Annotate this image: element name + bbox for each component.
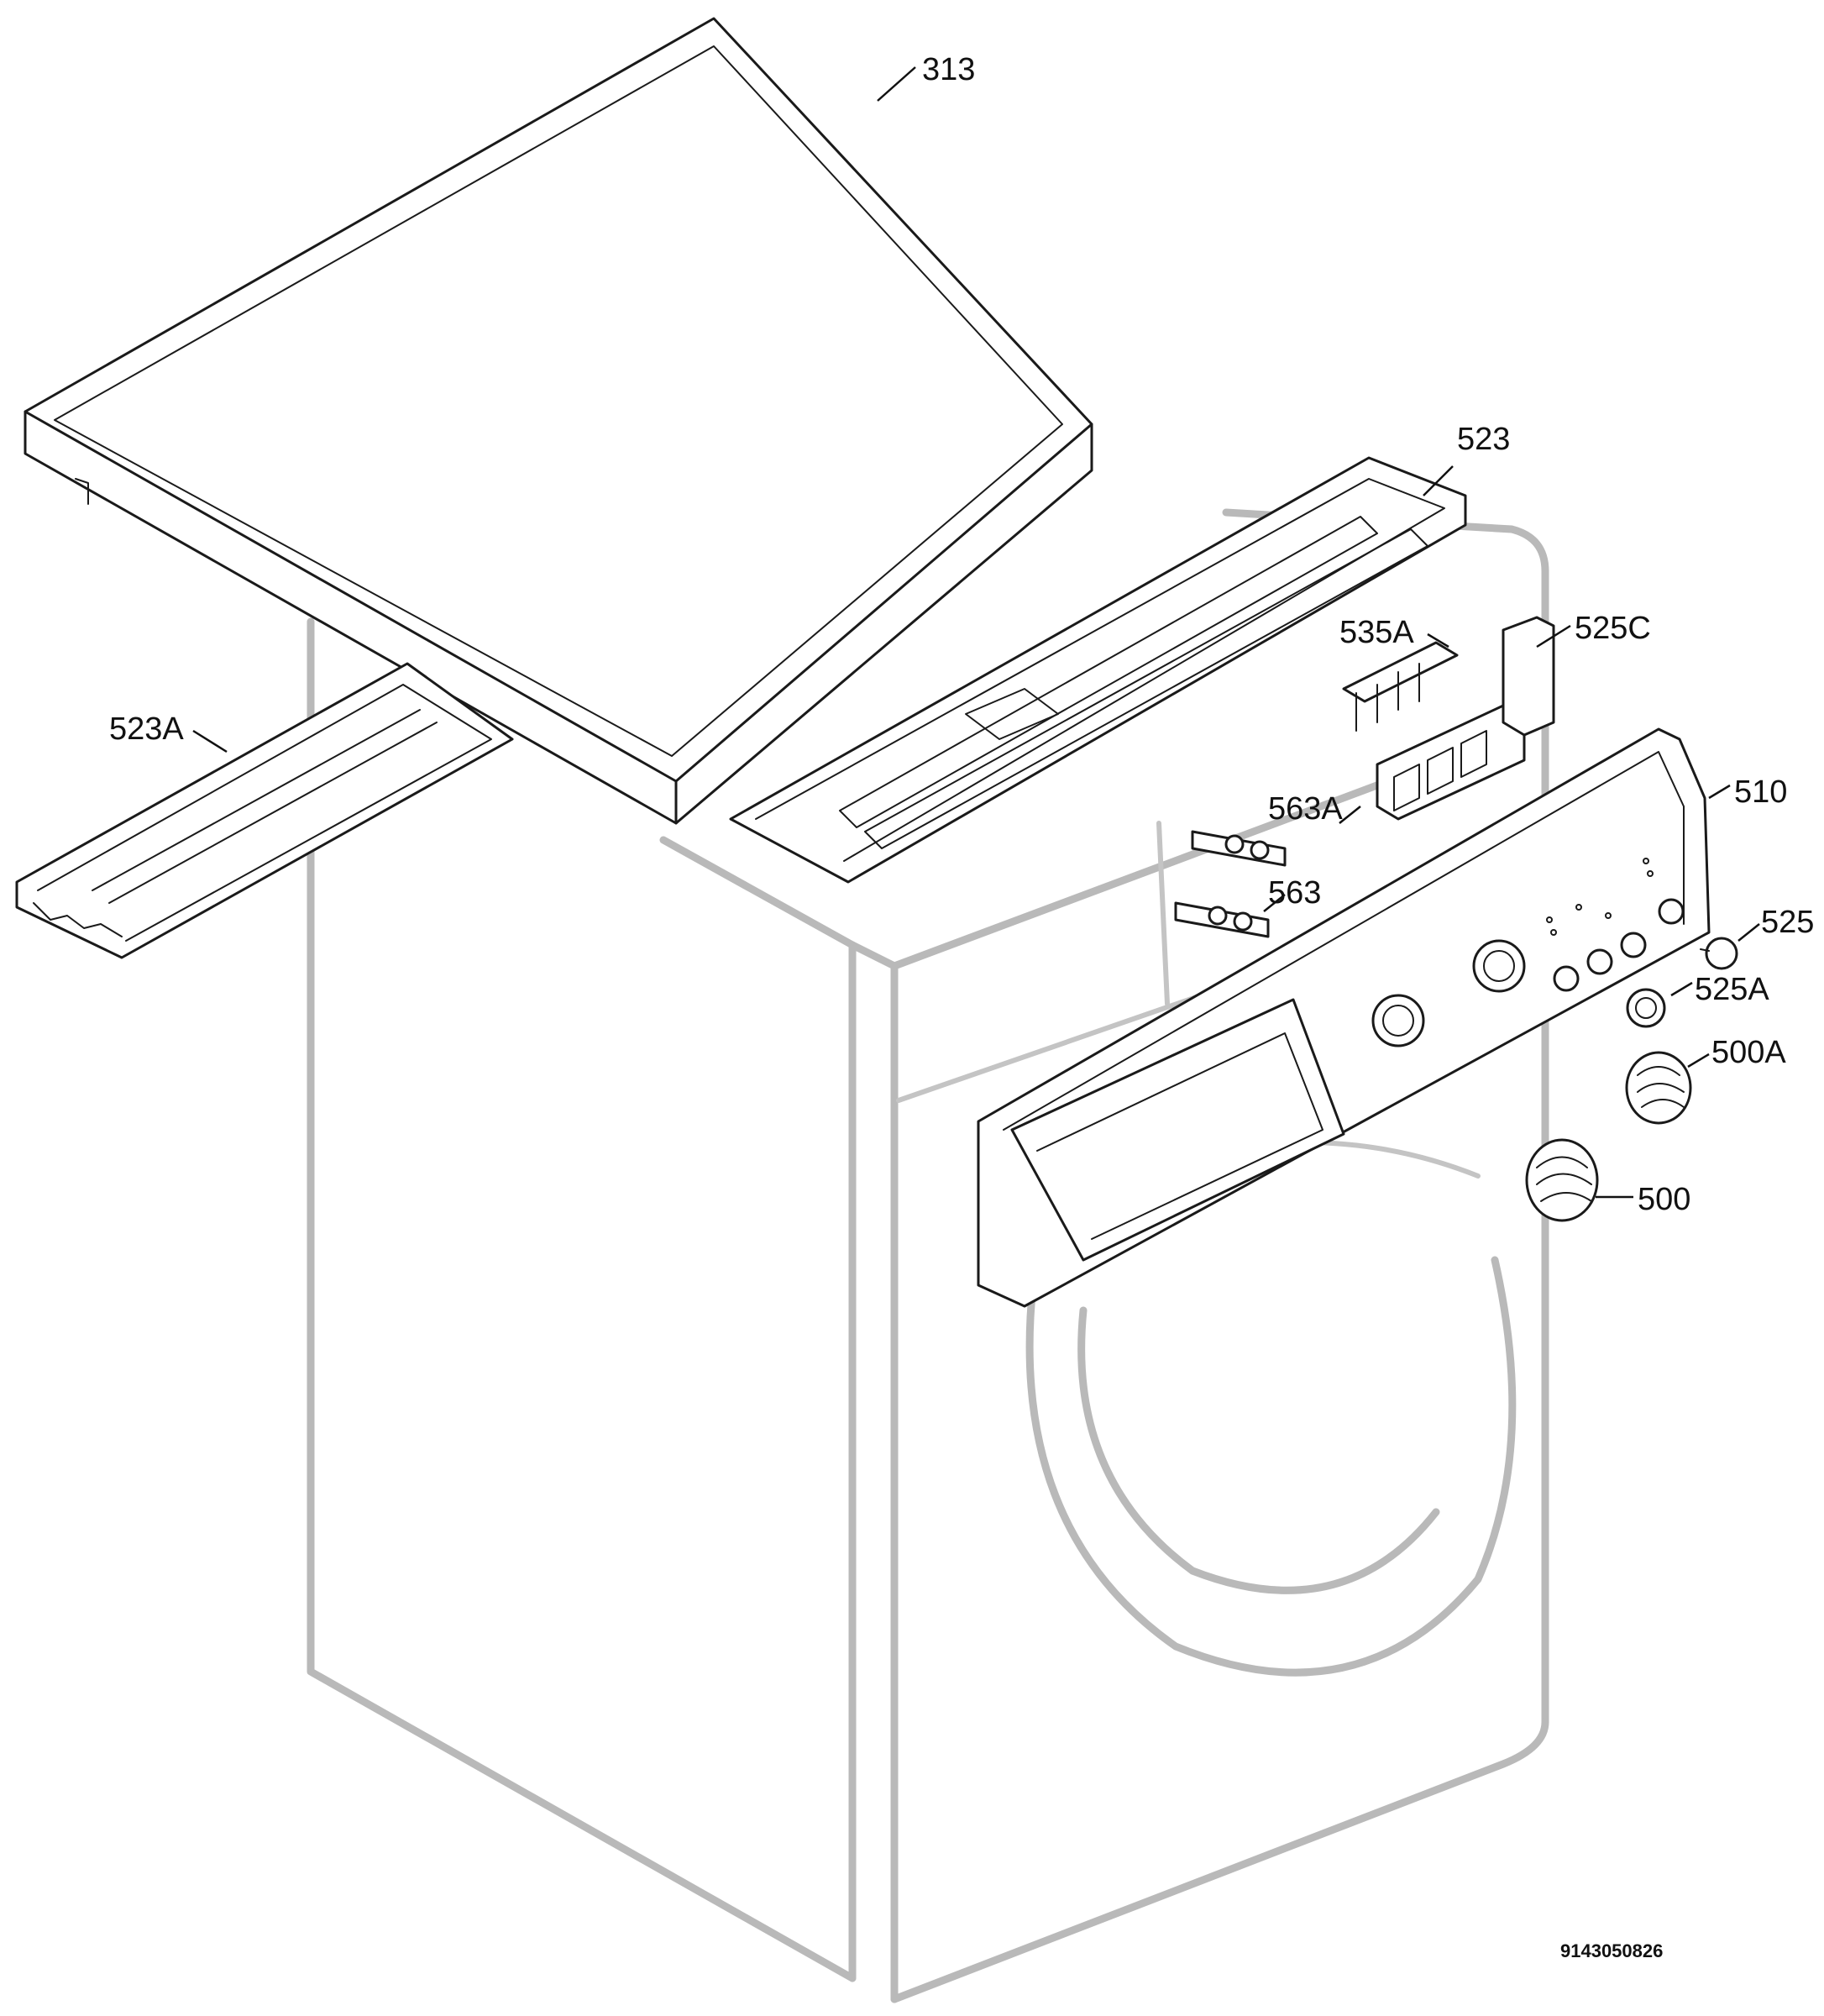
button-525A — [1626, 988, 1666, 1028]
knob-500 — [1525, 1138, 1599, 1222]
callout-525: 525 — [1761, 905, 1814, 940]
callout-525A: 525A — [1695, 972, 1769, 1007]
left-bracket-rail — [15, 662, 514, 959]
push-rod-563 — [1174, 901, 1270, 938]
document-number: 9143050826 — [1560, 1940, 1663, 1961]
top-lid — [24, 17, 1093, 825]
callout-500A: 500A — [1711, 1035, 1786, 1070]
callout-563: 563 — [1268, 875, 1321, 911]
callout-525C: 525C — [1575, 611, 1651, 646]
leader-lines — [192, 66, 1760, 1199]
callout-563A: 563A — [1268, 791, 1343, 827]
callout-510: 510 — [1734, 774, 1787, 810]
push-rod-563A — [1191, 830, 1287, 867]
button-525 — [1700, 937, 1738, 970]
callout-500: 500 — [1638, 1182, 1690, 1217]
callout-523A: 523A — [109, 711, 184, 747]
callout-labels: 313 523 523A 535A 525C 563A 563 510 525 … — [109, 52, 1814, 1961]
rear-bracket — [729, 456, 1467, 884]
connector — [1342, 641, 1459, 732]
callout-523: 523 — [1457, 422, 1510, 457]
callout-535A: 535A — [1339, 615, 1414, 650]
switch-block — [1376, 616, 1555, 821]
control-panel — [977, 727, 1711, 1308]
callout-313: 313 — [922, 52, 975, 87]
knob-500A — [1625, 1051, 1692, 1125]
